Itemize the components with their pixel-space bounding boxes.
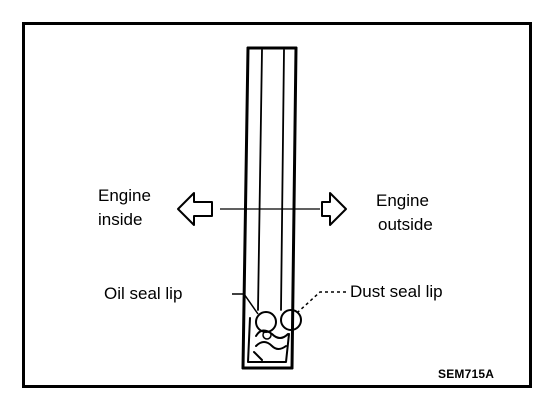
lip-contact-marker — [262, 330, 272, 340]
engine-outside-label-line1: Engine — [376, 191, 429, 210]
figure-code: SEM715A — [438, 367, 495, 381]
dust-seal-lip-marker — [280, 309, 302, 331]
engine-inside-label-line1: Engine — [98, 186, 151, 205]
hollow-right-arrow-icon — [321, 192, 347, 226]
oil-seal-lip-label: Oil seal lip — [104, 284, 183, 303]
hollow-left-arrow-icon — [177, 192, 213, 226]
dust-seal-lip-leader — [297, 291, 346, 313]
oil-seal-lip-marker — [255, 311, 277, 333]
engine-outside-label-line2: outside — [378, 215, 433, 234]
dust-seal-lip-label: Dust seal lip — [350, 282, 443, 301]
engine-inside-label-line2: inside — [98, 210, 143, 229]
figure-frame — [22, 22, 532, 388]
oil-seal-lip-leader — [232, 293, 259, 315]
seal-body — [241, 46, 298, 370]
seal-inner-lines — [257, 49, 285, 311]
seal-lip-detail — [247, 317, 290, 363]
